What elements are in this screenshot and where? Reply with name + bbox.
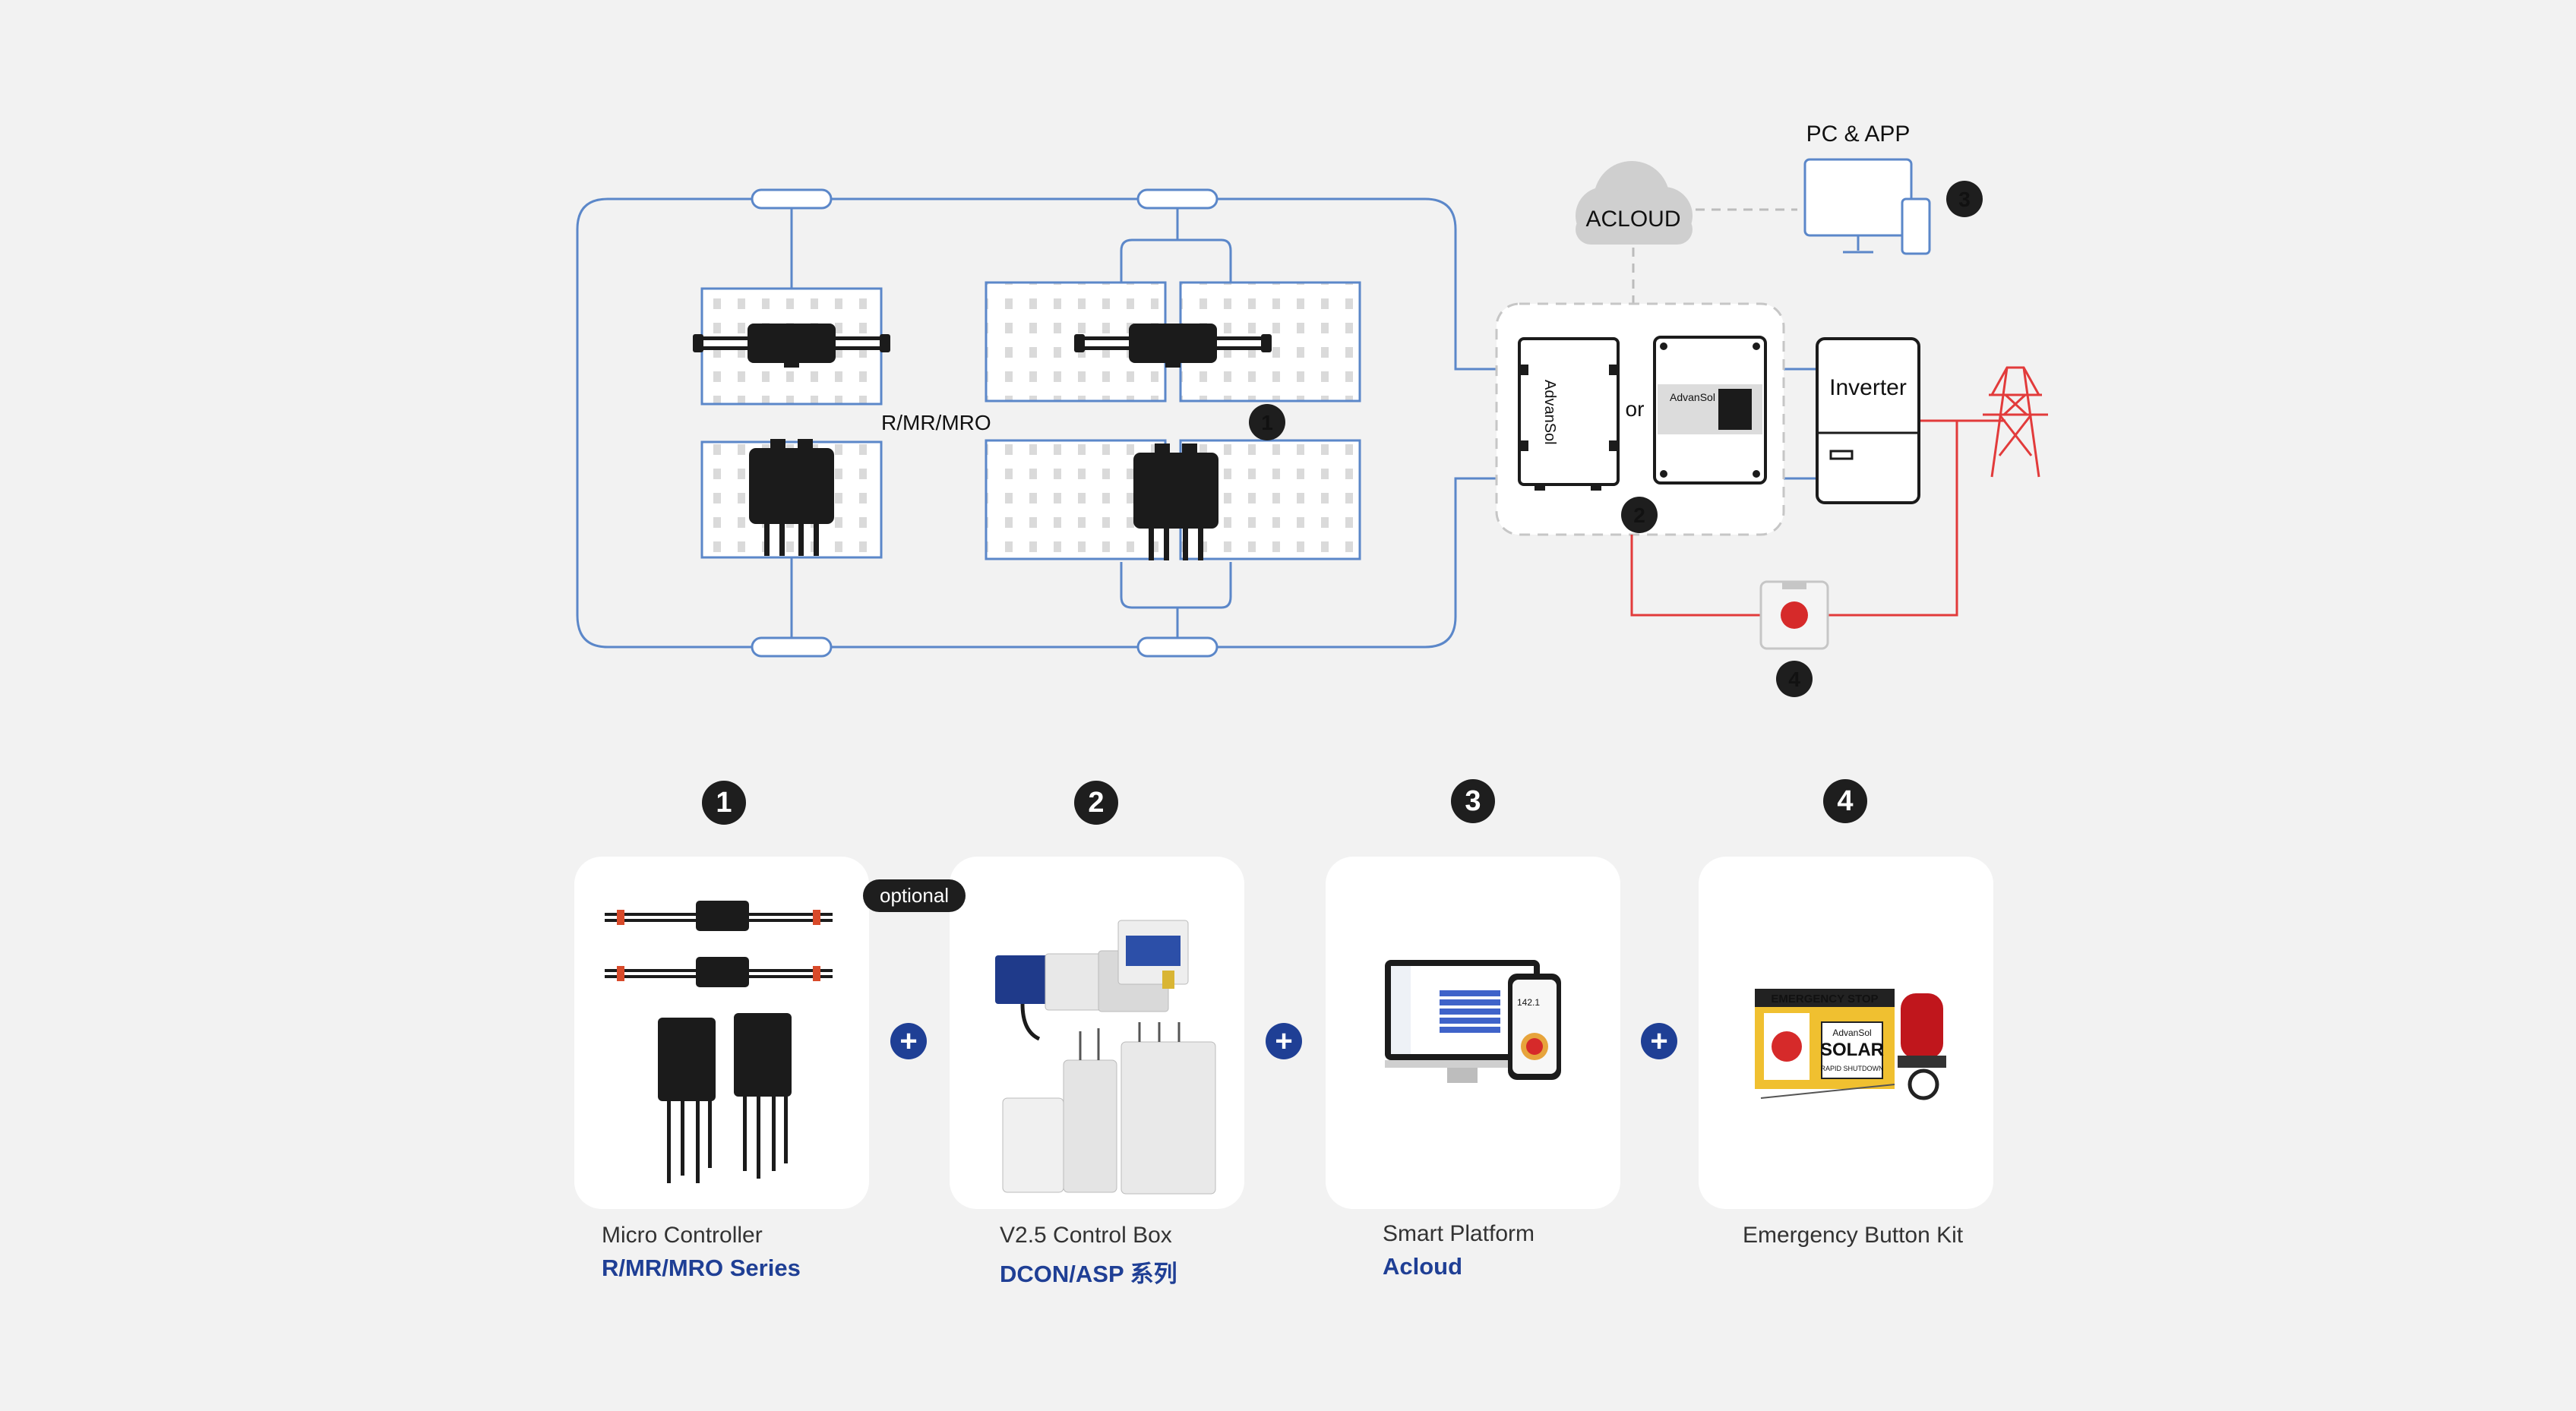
marker-3: 3 [1946,181,1983,217]
caption-subtitle: Acloud [1383,1253,1463,1280]
kit-sign-small-text: RAPID SHUTDOWN [1821,1065,1884,1072]
control-box-dcon [1518,337,1620,491]
or-label: or [1626,397,1645,421]
control-box-card[interactable] [950,857,1244,1209]
wire-connectors [751,188,1218,658]
control-box-image [995,920,1216,1195]
caption-smart-platform: Smart Platform Acloud [1383,1221,1535,1280]
svg-text:3: 3 [1958,188,1971,211]
svg-text:1: 1 [1261,411,1273,434]
caption-subtitle: R/MR/MRO Series [602,1255,801,1281]
plus-icon-1: + [890,1023,927,1059]
grid-tower-icon [1983,366,2048,478]
caption-title: Micro Controller [602,1223,763,1248]
caption-subtitle: DCON/ASP 系列 [1000,1261,1177,1287]
caption-control-box: V2.5 Control Box DCON/ASP 系列 [1000,1223,1177,1289]
controller-label: R/MR/MRO [881,411,991,434]
cloud-label: ACLOUD [1585,207,1680,232]
marker-1: 1 [1249,404,1285,440]
emergency-button-icon [1759,580,1829,650]
caption-micro-controller: Micro Controller R/MR/MRO Series [602,1223,801,1282]
inverter-icon [1816,337,1920,504]
asp-brand: AdvanSol [1670,391,1715,403]
kit-brand-text: AdvanSol [1832,1027,1871,1038]
acloud-icon [1576,161,1693,245]
caption-emergency-button: Emergency Button Kit [1743,1223,1963,1248]
dcon-brand: AdvanSol [1541,380,1558,445]
smart-platform-card[interactable]: 142.1 [1326,857,1620,1209]
optional-badge: optional [863,879,966,912]
caption-title: V2.5 Control Box [1000,1223,1172,1248]
emergency-button-card[interactable]: EMERGENCY STOP AdvanSol SOLAR RAPID SHUT… [1699,857,1993,1209]
component-1-number: 1 [702,781,746,825]
pc-app-label: PC & APP [1806,122,1911,147]
svg-text:4: 4 [1788,668,1800,691]
phone-reading: 142.1 [1517,997,1540,1008]
control-box-asp [1653,336,1767,485]
caption-title: Smart Platform [1383,1221,1535,1246]
plus-icon-3: + [1641,1023,1677,1059]
caption-title: Emergency Button Kit [1743,1223,1964,1248]
inverter-label: Inverter [1829,375,1907,400]
svg-text:2: 2 [1633,503,1645,527]
smart-platform-image: 142.1 [1385,960,1561,1083]
marker-4: 4 [1776,661,1813,697]
monitor-icon [1803,158,1931,255]
ac-wiring [1630,419,2005,617]
micro-controller-card[interactable] [574,857,869,1209]
component-3-number: 3 [1451,779,1495,823]
micro-controller-image [605,901,833,1183]
emergency-kit-image: EMERGENCY STOP AdvanSol SOLAR RAPID SHUT… [1755,989,1946,1100]
kit-solar-text: SOLAR [1820,1040,1884,1060]
plus-icon-2: + [1266,1023,1302,1059]
component-2-number: 2 [1074,781,1118,825]
marker-2: 2 [1621,497,1658,533]
emergency-sign-text: EMERGENCY STOP [1771,993,1878,1005]
component-4-number: 4 [1823,779,1867,823]
